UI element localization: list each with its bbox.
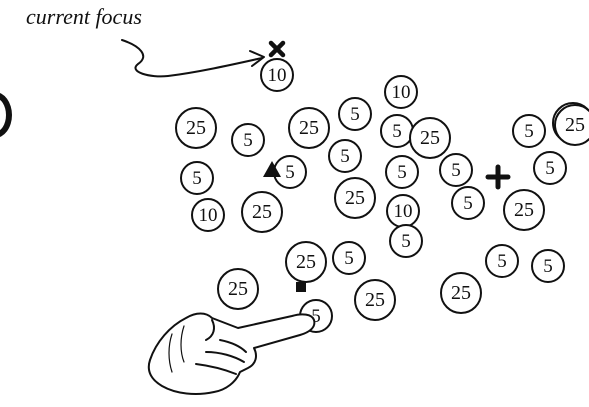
target-label: 5 bbox=[192, 168, 202, 189]
target-label: 5 bbox=[397, 162, 407, 183]
target-label: 25 bbox=[514, 199, 534, 221]
target-label: 5 bbox=[340, 146, 350, 167]
target-5[interactable]: 5 bbox=[386, 156, 418, 188]
target-label: 5 bbox=[350, 104, 360, 125]
target-5[interactable]: 5 bbox=[513, 115, 545, 147]
target-label: 10 bbox=[199, 205, 218, 226]
target-10[interactable]: 10 bbox=[261, 59, 293, 91]
target-10[interactable]: 10 bbox=[192, 199, 224, 231]
target-5[interactable]: 5 bbox=[381, 115, 413, 147]
target-25[interactable]: 25 bbox=[335, 178, 375, 218]
target-5[interactable]: 5 bbox=[452, 187, 484, 219]
target-5[interactable]: 5 bbox=[329, 140, 361, 172]
targets-layer: 1010255255525525555255551025105255255552… bbox=[176, 59, 589, 332]
target-label: 25 bbox=[565, 114, 585, 136]
target-5[interactable]: 5 bbox=[532, 250, 564, 282]
target-label: 10 bbox=[268, 65, 287, 86]
target-label: 5 bbox=[243, 130, 253, 151]
target-5[interactable]: 5 bbox=[181, 162, 213, 194]
target-label: 25 bbox=[451, 282, 471, 304]
target-10[interactable]: 10 bbox=[385, 76, 417, 108]
pointing-hand-icon bbox=[149, 314, 315, 395]
target-25[interactable]: 25 bbox=[410, 118, 450, 158]
target-label: 10 bbox=[394, 201, 413, 222]
target-25[interactable]: 25 bbox=[355, 280, 395, 320]
target-label: 25 bbox=[296, 251, 316, 273]
target-label: 5 bbox=[497, 251, 507, 272]
target-25[interactable]: 25 bbox=[286, 242, 326, 282]
target-25[interactable]: 25 bbox=[289, 108, 329, 148]
square-marker bbox=[296, 282, 306, 292]
target-label: 25 bbox=[186, 117, 206, 139]
target-5[interactable]: 5 bbox=[486, 245, 518, 277]
focus-arrow bbox=[122, 40, 264, 76]
target-label: 5 bbox=[401, 231, 411, 252]
target-label: 5 bbox=[543, 256, 553, 277]
target-25[interactable]: 25 bbox=[242, 192, 282, 232]
target-10[interactable]: 10 bbox=[387, 195, 419, 227]
target-5[interactable]: 5 bbox=[232, 124, 264, 156]
target-label: 5 bbox=[524, 121, 534, 142]
target-label: 5 bbox=[285, 162, 295, 183]
target-5[interactable]: 5 bbox=[333, 242, 365, 274]
target-label: 10 bbox=[392, 82, 411, 103]
target-25[interactable]: 25 bbox=[441, 273, 481, 313]
target-25[interactable]: 25 bbox=[218, 269, 258, 309]
target-label: 5 bbox=[451, 160, 461, 181]
cross-x-marker bbox=[271, 43, 283, 55]
target-label: 25 bbox=[299, 117, 319, 139]
target-label: 5 bbox=[392, 121, 402, 142]
target-label: 25 bbox=[345, 187, 365, 209]
target-label: 5 bbox=[545, 158, 555, 179]
target-label: 25 bbox=[365, 289, 385, 311]
target-5[interactable]: 5 bbox=[534, 152, 566, 184]
target-25[interactable]: 25 bbox=[176, 108, 216, 148]
target-label: 25 bbox=[420, 127, 440, 149]
target-5[interactable]: 5 bbox=[339, 98, 371, 130]
target-5[interactable]: 5 bbox=[390, 225, 422, 257]
target-label: 25 bbox=[252, 201, 272, 223]
target-label: 5 bbox=[344, 248, 354, 269]
target-label: 5 bbox=[463, 193, 473, 214]
target-5[interactable]: 5 bbox=[274, 156, 306, 188]
target-5[interactable]: 5 bbox=[440, 154, 472, 186]
target-label: 25 bbox=[228, 278, 248, 300]
target-25[interactable]: 25 bbox=[555, 105, 589, 145]
target-25[interactable]: 25 bbox=[504, 190, 544, 230]
plus-marker bbox=[488, 167, 508, 187]
